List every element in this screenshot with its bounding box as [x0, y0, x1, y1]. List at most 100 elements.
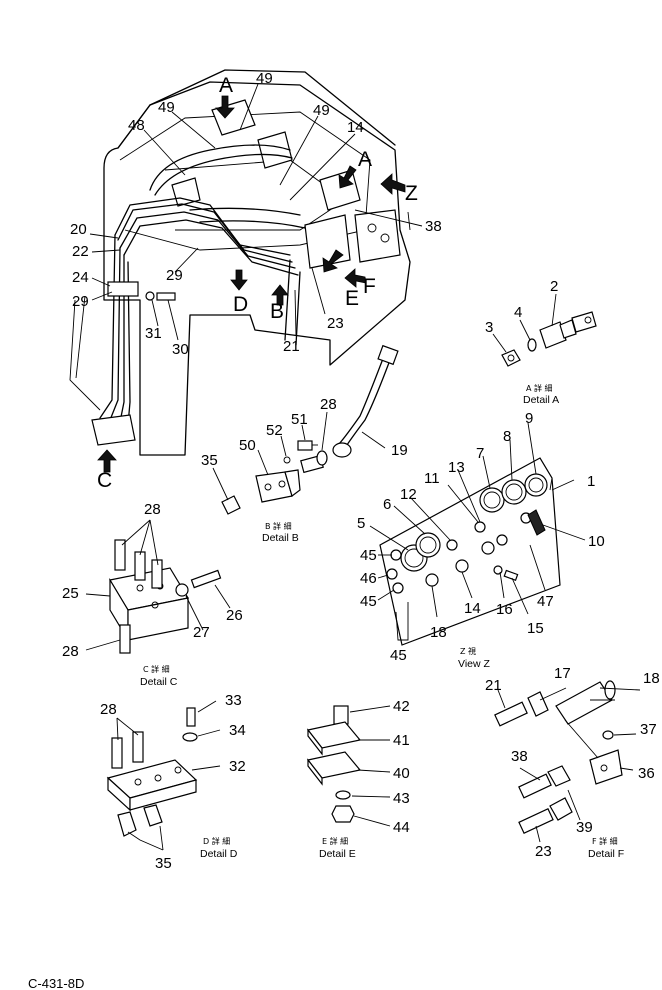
detail-e-parts — [306, 705, 391, 827]
view-letter-f: F — [363, 275, 376, 298]
callout-38-main: 38 — [425, 218, 442, 235]
callout-39: 39 — [576, 819, 593, 836]
callout-21-f: 21 — [485, 677, 502, 694]
callout-5: 5 — [357, 515, 365, 532]
engine-outline — [69, 69, 411, 456]
detail-a-parts — [492, 293, 597, 367]
view-z-caption: View Z — [458, 658, 490, 670]
callout-49-c: 49 — [313, 102, 330, 119]
detail-e-caption: Detail E — [319, 848, 356, 860]
callout-45-a: 45 — [360, 547, 377, 564]
callout-28-d: 28 — [100, 701, 117, 718]
callout-28-c-bottom: 28 — [62, 643, 79, 660]
callout-48: 48 — [128, 117, 145, 134]
detail-d-parts — [106, 700, 221, 851]
callout-52: 52 — [266, 422, 283, 439]
detail-f-cjk: F 詳 細 — [592, 836, 618, 846]
detail-a-cjk: A 詳 細 — [526, 383, 553, 393]
detail-f-parts — [494, 680, 641, 843]
callout-29-left: 29 — [72, 293, 89, 310]
callout-16: 16 — [496, 601, 513, 618]
callout-18-f: 18 — [643, 670, 660, 687]
callout-20: 20 — [70, 221, 87, 238]
detail-captions: A 詳 細 Detail A B 詳 細 Detail B Z 視 View Z… — [140, 383, 624, 860]
callout-3: 3 — [485, 319, 493, 336]
view-letters: A A Z D B E F C — [97, 74, 418, 492]
view-z-panel — [369, 422, 586, 646]
view-letter-a-right: A — [358, 148, 372, 171]
callout-45-c: 45 — [390, 647, 407, 664]
callout-22: 22 — [72, 243, 89, 260]
callout-46: 46 — [360, 570, 377, 587]
callout-30: 30 — [172, 341, 189, 358]
detail-e-cjk: E 詳 細 — [322, 836, 348, 846]
callout-49-a: 49 — [256, 70, 273, 87]
callout-40: 40 — [393, 765, 410, 782]
callout-50: 50 — [239, 437, 256, 454]
callout-10: 10 — [588, 533, 605, 550]
callout-51: 51 — [291, 411, 308, 428]
callout-8: 8 — [503, 428, 511, 445]
detail-c-cjk: C 詳 細 — [143, 664, 170, 674]
callout-21-main: 21 — [283, 338, 300, 355]
callout-28-c-top: 28 — [144, 501, 161, 518]
callout-36: 36 — [638, 765, 655, 782]
view-letter-d: D — [233, 293, 248, 316]
detail-a-caption: Detail A — [523, 394, 559, 406]
callout-7: 7 — [476, 445, 484, 462]
callout-35-b: 35 — [201, 452, 218, 469]
main-leaders — [89, 83, 423, 341]
callout-17: 17 — [554, 665, 571, 682]
callout-23-f: 23 — [535, 843, 552, 860]
callout-34: 34 — [229, 722, 246, 739]
callout-4: 4 — [514, 304, 522, 321]
callout-19: 19 — [391, 442, 408, 459]
detail-f-caption: Detail F — [588, 848, 624, 860]
callout-44: 44 — [393, 819, 410, 836]
detail-b-parts — [212, 411, 328, 515]
footer-code: C-431-8D — [28, 976, 84, 990]
view-letter-z: Z — [405, 182, 418, 205]
callout-24: 24 — [72, 269, 89, 286]
detail-b-cjk: B 詳 細 — [265, 521, 292, 531]
detail-c-caption: Detail C — [140, 676, 178, 688]
hose-19 — [332, 344, 399, 458]
callout-26: 26 — [226, 607, 243, 624]
callout-12: 12 — [400, 486, 417, 503]
callout-27: 27 — [193, 624, 210, 641]
callout-numbers: 49 49 49 48 14 38 20 22 24 29 29 31 30 2… — [62, 70, 660, 872]
view-letter-e: E — [345, 287, 359, 310]
callout-28-b: 28 — [320, 396, 337, 413]
view-z-cjk: Z 視 — [460, 647, 476, 656]
callout-11: 11 — [424, 470, 440, 487]
view-letter-b: B — [270, 300, 284, 323]
detail-d-caption: Detail D — [200, 848, 238, 860]
view-arrows — [97, 95, 406, 473]
callout-13: 13 — [448, 459, 465, 476]
callout-45-b: 45 — [360, 593, 377, 610]
callout-38-f: 38 — [511, 748, 528, 765]
detail-b-caption: Detail B — [262, 532, 299, 544]
callout-25: 25 — [62, 585, 79, 602]
callout-9: 9 — [525, 410, 533, 427]
callout-33: 33 — [225, 692, 242, 709]
callout-32: 32 — [229, 758, 246, 775]
callout-2: 2 — [550, 278, 558, 295]
callout-18-z: 18 — [430, 624, 447, 641]
detail-d-cjk: D 詳 細 — [203, 836, 230, 846]
detail-c-parts — [85, 519, 231, 654]
callout-15: 15 — [527, 620, 544, 637]
callout-42: 42 — [393, 698, 410, 715]
callout-43: 43 — [393, 790, 410, 807]
callout-1: 1 — [587, 473, 595, 490]
callout-37: 37 — [640, 721, 657, 738]
callout-31: 31 — [145, 325, 162, 342]
callout-35-d: 35 — [155, 855, 172, 872]
callout-23-main: 23 — [327, 315, 344, 332]
callout-6: 6 — [383, 496, 391, 513]
callout-49-b: 49 — [158, 99, 175, 116]
callout-14-main: 14 — [347, 119, 364, 136]
view-letter-c: C — [97, 469, 112, 492]
